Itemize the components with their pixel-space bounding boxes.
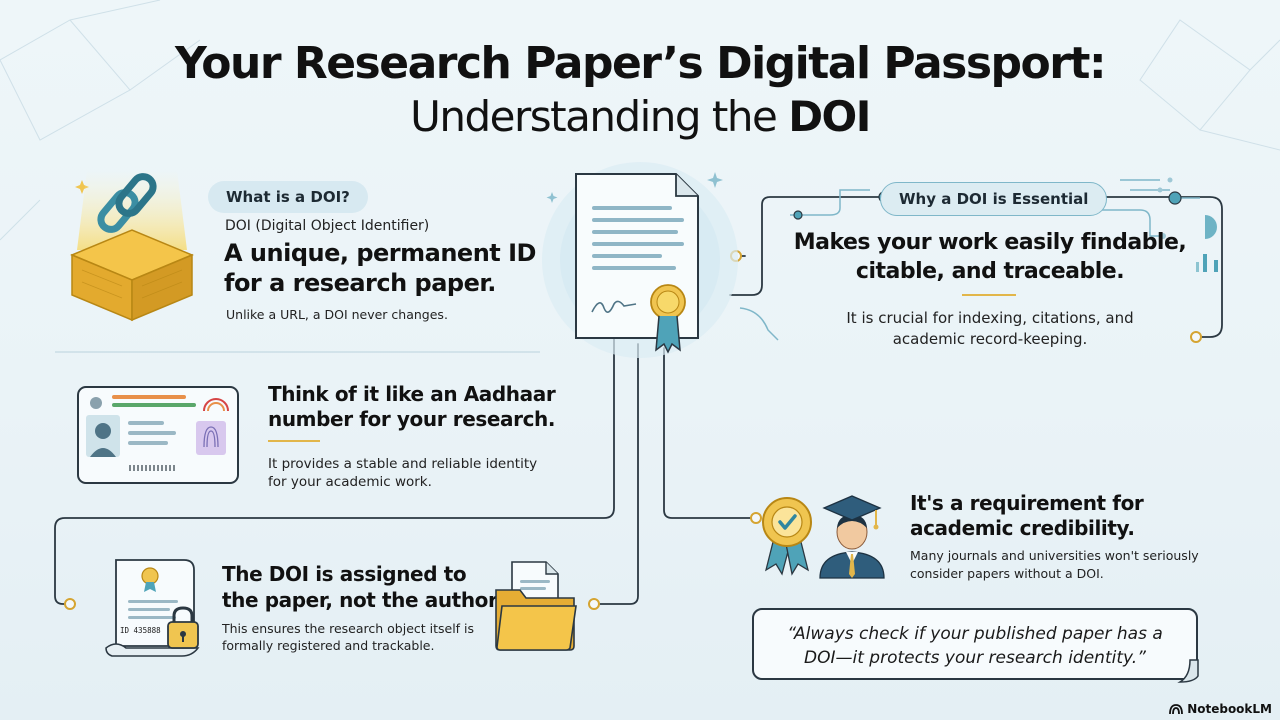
why-headline: Makes your work easily findable, citable… xyxy=(780,228,1200,286)
why-body-line2: academic record-keeping. xyxy=(892,330,1088,348)
page-curl-icon xyxy=(1177,659,1199,683)
notebooklm-logo-icon xyxy=(1169,704,1184,714)
doi-url-note: Unlike a URL, a DOI never changes. xyxy=(226,307,448,322)
credibility-heading-line2: academic credibility. xyxy=(910,516,1135,540)
aadhaar-body-line1: It provides a stable and reliable identi… xyxy=(268,456,538,472)
assigned-body-line2: formally registered and trackable. xyxy=(222,638,435,653)
why-divider xyxy=(962,294,1016,296)
lock-icon xyxy=(167,606,199,649)
page-title: Your Research Paper’s Digital Passport: xyxy=(174,38,1107,89)
assigned-heading-line1: The DOI is assigned to xyxy=(222,562,467,586)
glowing-chain-box-icon xyxy=(70,170,194,322)
aadhaar-body-line2: for your academic work. xyxy=(268,474,432,490)
doi-definition-line2: for a research paper. xyxy=(224,269,496,297)
why-body: It is crucial for indexing, citations, a… xyxy=(780,308,1200,350)
page-subtitle: Understanding the DOI xyxy=(410,92,871,141)
graduate-icon xyxy=(819,495,885,579)
credibility-heading-line1: It's a requirement for xyxy=(910,491,1144,515)
award-badge-icon xyxy=(762,497,812,576)
why-headline-line1: Makes your work easily findable, xyxy=(793,230,1187,255)
doi-definition-line1: A unique, permanent ID xyxy=(224,239,536,267)
why-headline-line2: citable, and traceable. xyxy=(855,259,1125,284)
tip-quote-box: “Always check if your published paper ha… xyxy=(752,608,1198,680)
why-doi-pill: Why a DOI is Essential xyxy=(880,182,1108,216)
doi-full-name: DOI (Digital Object Identifier) xyxy=(225,218,430,234)
certified-paper-icon xyxy=(542,162,738,358)
credibility-body-line1: Many journals and universities won't ser… xyxy=(910,548,1199,563)
assigned-body-line1: This ensures the research object itself … xyxy=(222,621,475,636)
registered-document-lock-icon xyxy=(105,559,200,657)
quote-line2: DOI—it protects your research identity.” xyxy=(804,648,1146,668)
aadhaar-heading-line1: Think of it like an Aadhaar xyxy=(268,382,556,406)
quote-line1: “Always check if your published paper ha… xyxy=(787,624,1163,644)
credibility-body-line2: consider papers without a DOI. xyxy=(910,566,1104,581)
aadhaar-heading-line2: number for your research. xyxy=(268,407,556,431)
assigned-heading-line2: the paper, not the author. xyxy=(222,588,502,612)
why-body-line1: It is crucial for indexing, citations, a… xyxy=(846,309,1134,327)
badge-graduate-icon xyxy=(762,495,885,579)
what-is-doi-pill: What is a DOI? xyxy=(208,181,368,213)
notebooklm-brand: NotebookLM xyxy=(1169,702,1272,716)
aadhaar-divider xyxy=(268,440,320,442)
folder-document-icon xyxy=(495,561,577,651)
id-card-icon xyxy=(77,386,239,484)
doc-id-label: ID 435888 xyxy=(120,626,161,635)
brand-label: NotebookLM xyxy=(1187,702,1272,716)
